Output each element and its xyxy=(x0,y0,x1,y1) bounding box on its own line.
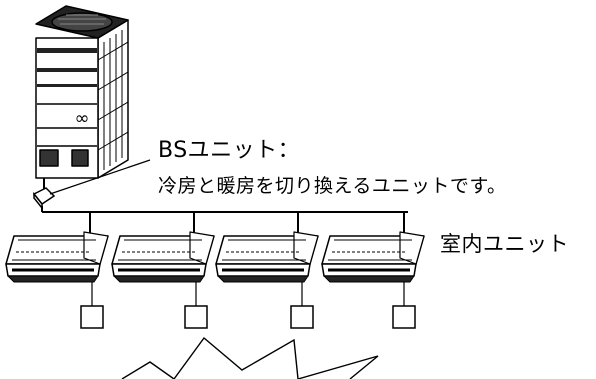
bs-unit-description: 冷房と暖房を切り換えるユニットです。 xyxy=(158,175,507,197)
outdoor-unit-logo: ∞ xyxy=(75,108,90,129)
bs-unit xyxy=(32,187,56,211)
remote-controller-1 xyxy=(80,305,104,329)
remote-controller-3 xyxy=(290,305,314,329)
indoor-unit-1 xyxy=(4,230,110,284)
callout-lines xyxy=(121,336,379,379)
indoor-unit-4 xyxy=(320,230,426,284)
bs-unit-title: BSユニット： xyxy=(158,138,301,163)
remote-controller-wiring xyxy=(91,282,405,306)
bs-unit-leader-line xyxy=(49,159,151,195)
indoor-unit-label: 室内ユニット xyxy=(440,232,569,256)
remote-controller-2 xyxy=(184,305,208,329)
indoor-unit-2 xyxy=(110,230,216,284)
indoor-unit-3 xyxy=(214,230,320,284)
outdoor-unit xyxy=(35,5,129,179)
remote-controller-4 xyxy=(392,305,416,329)
refrigerant-piping xyxy=(41,178,408,236)
